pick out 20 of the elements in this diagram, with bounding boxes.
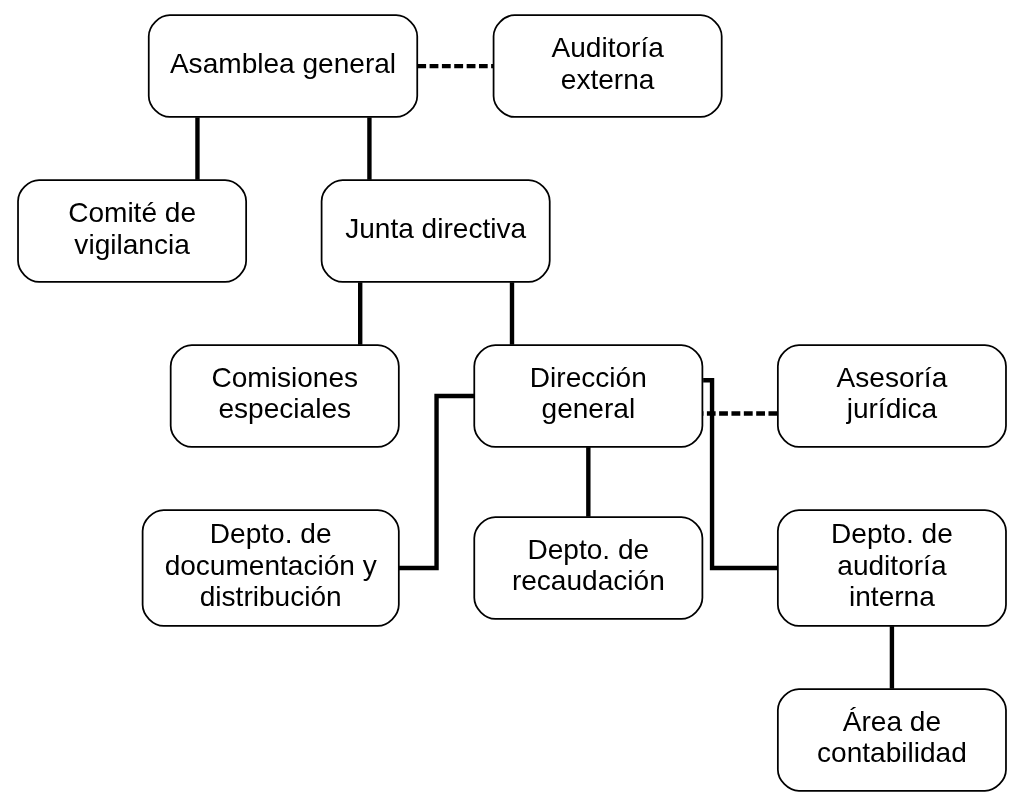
node-box: Dirección general <box>472 344 703 448</box>
node-box: Junta directiva <box>320 179 551 283</box>
node-box: Asamblea general <box>147 14 418 118</box>
connector <box>366 117 372 180</box>
node-box: Depto. de recaudación <box>472 516 703 620</box>
connector <box>357 282 362 345</box>
connector <box>416 63 493 69</box>
node-box: Comisiones especiales <box>169 344 400 448</box>
connector <box>509 282 514 345</box>
node-box: Auditoría externa <box>492 14 723 118</box>
connector <box>702 378 777 571</box>
connector <box>194 117 200 180</box>
node-box: Comité de vigilancia <box>16 179 247 283</box>
node-box: Área de contabilidad <box>776 688 1007 792</box>
connector <box>889 626 894 689</box>
node-box: Asesoría jurídica <box>776 344 1007 448</box>
node-box: Depto. de documentación y distribución <box>141 509 400 627</box>
connector <box>585 447 591 517</box>
connector <box>398 393 474 571</box>
node-box: Depto. de auditoría interna <box>776 509 1007 627</box>
